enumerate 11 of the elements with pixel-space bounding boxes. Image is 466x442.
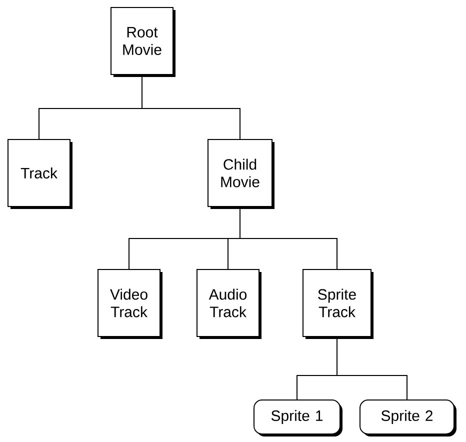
sprite-box: Sprite 1	[254, 400, 342, 436]
track-box: Video Track	[98, 269, 162, 339]
track-box: Track	[8, 139, 72, 209]
connector-line	[240, 206, 338, 270]
connector-line	[142, 74, 240, 140]
connector-line	[336, 336, 408, 400]
track-box: Child Movie	[208, 139, 274, 209]
track-box: Sprite Track	[302, 269, 374, 339]
track-box: Audio Track	[196, 269, 262, 339]
sprite-box: Sprite 2	[360, 400, 456, 436]
track-box: Root Movie	[110, 7, 176, 77]
